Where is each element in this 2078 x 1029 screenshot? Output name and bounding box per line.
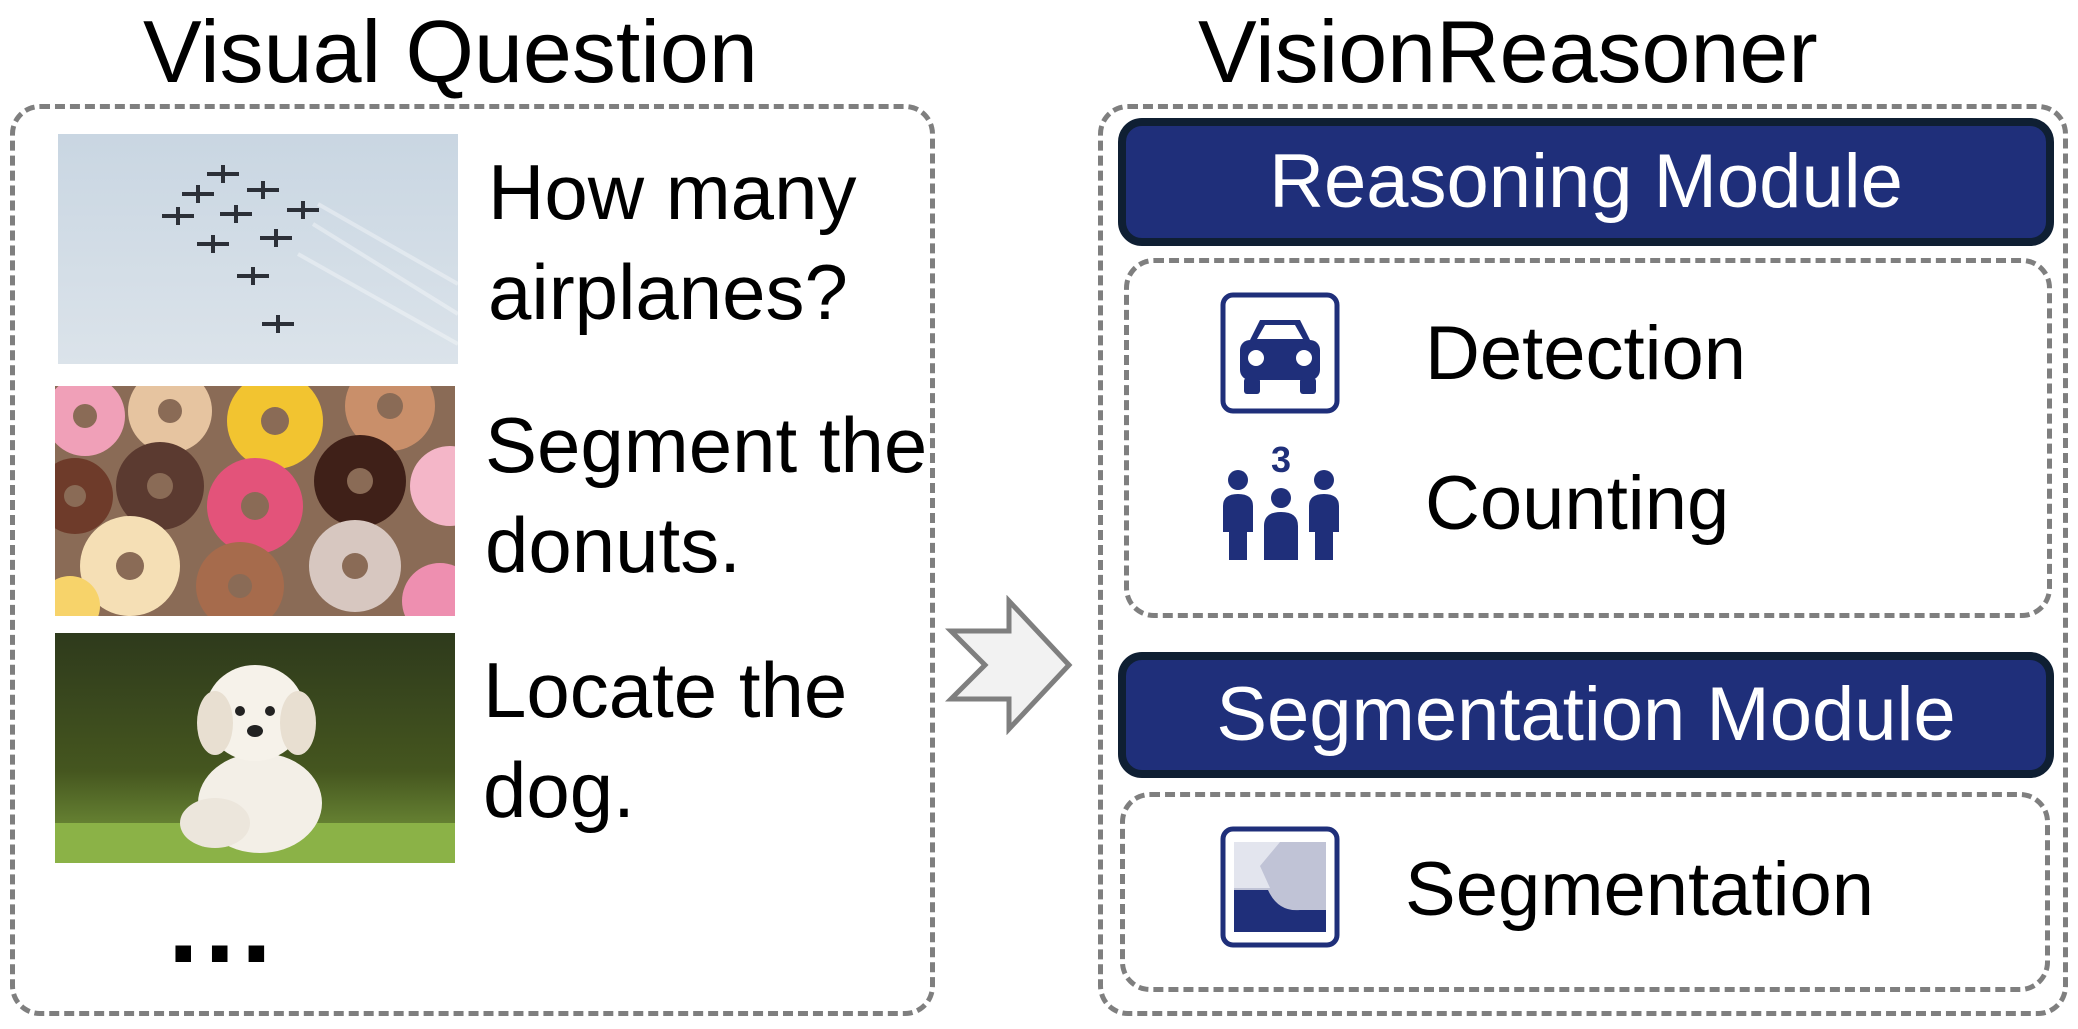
question-1-text: How many airplanes? — [488, 148, 857, 336]
reasoning-module-tasks — [1124, 258, 2052, 618]
airplanes-image — [58, 134, 458, 364]
segmentation-module-bar: Segmentation Module — [1118, 652, 2054, 778]
counting-icon-number: 3 — [1271, 440, 1291, 480]
question-2-text: Segment the donuts. — [485, 401, 928, 589]
reasoning-module-label: Reasoning Module — [1269, 139, 1903, 224]
left-panel-title: Visual Question — [143, 2, 758, 101]
donuts-image — [55, 386, 455, 616]
right-panel-title: VisionReasoner — [1198, 2, 1818, 101]
reasoning-module-bar: Reasoning Module — [1118, 118, 2054, 246]
more-questions-ellipsis: ... — [168, 863, 278, 986]
segmentation-icon — [1220, 826, 1340, 948]
segmentation-module-tasks — [1120, 792, 2050, 992]
segmentation-module-label: Segmentation Module — [1216, 672, 1956, 757]
counting-label: Counting — [1425, 461, 1730, 546]
visual-question-panel — [10, 104, 935, 1016]
people-count-icon: 3 — [1218, 440, 1344, 562]
puppy-image — [55, 633, 455, 863]
question-3-text: Locate the dog. — [483, 646, 848, 834]
vision-reasoner-panel — [1098, 104, 2068, 1016]
flow-arrow-icon — [944, 594, 1075, 736]
detection-label: Detection — [1425, 311, 1747, 396]
car-icon — [1220, 292, 1340, 414]
segmentation-label: Segmentation — [1405, 847, 1874, 932]
